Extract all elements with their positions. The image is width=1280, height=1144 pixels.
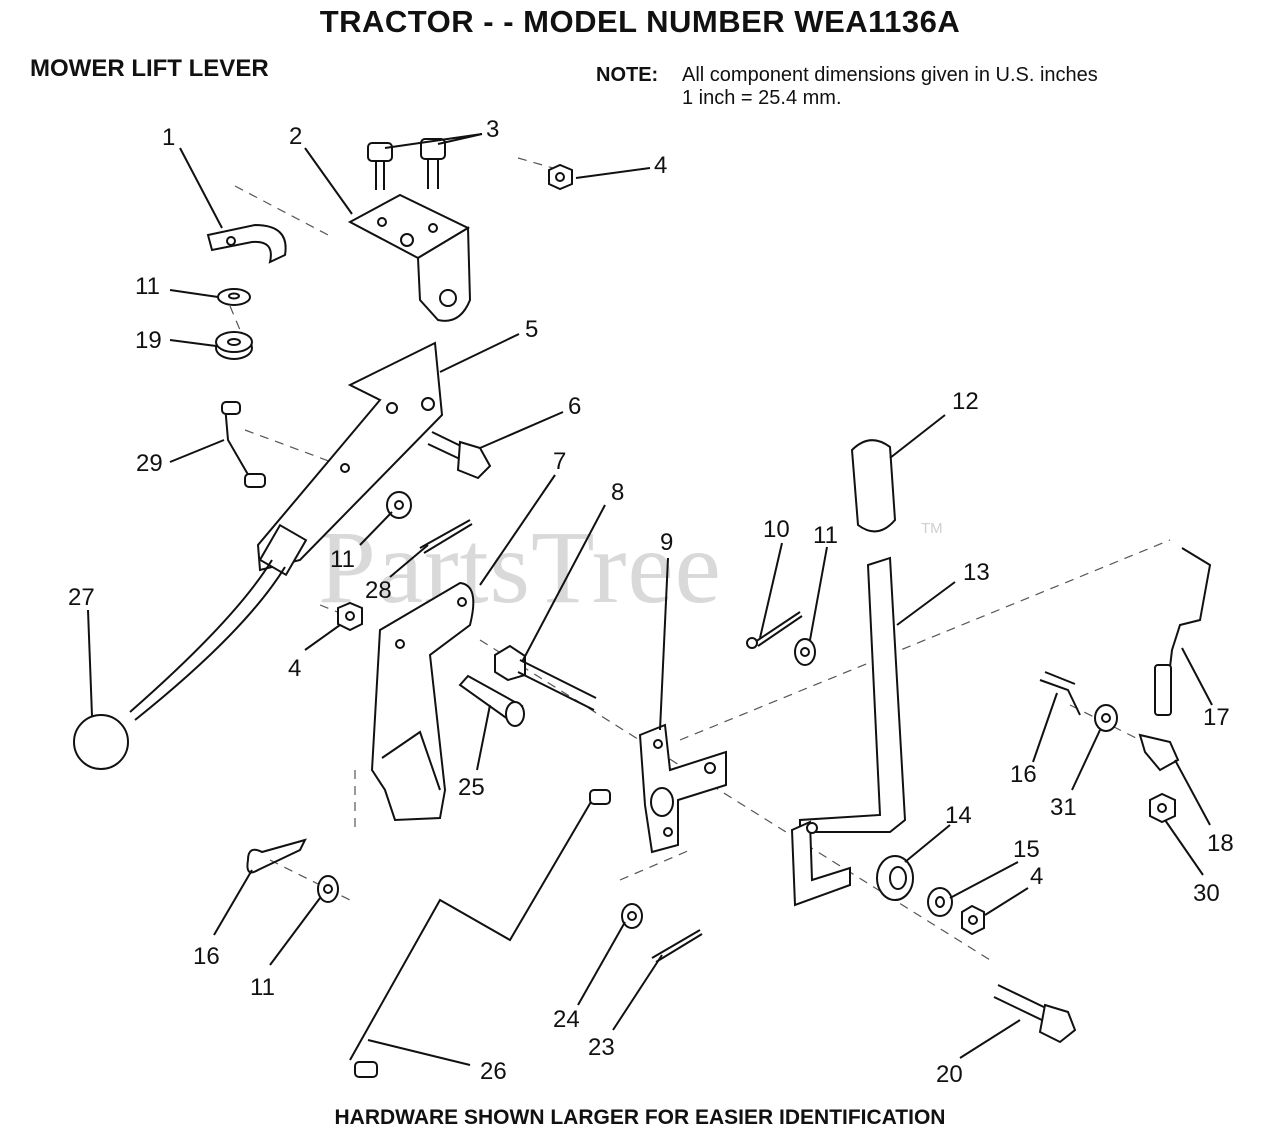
part-15-washer [927, 887, 953, 917]
part-12-grip [850, 439, 897, 533]
trademark-mark: TM [921, 520, 943, 537]
callout-12: 12 [952, 388, 979, 415]
part-30-nut [1149, 792, 1176, 824]
part-27-handle-rod [73, 559, 286, 770]
part-25-spacer [458, 674, 525, 727]
callout-4c: 4 [1030, 863, 1043, 890]
part-24-washer [621, 903, 643, 929]
part-9-pivot-bracket [638, 723, 727, 854]
part-16-hair-pin-right [1039, 671, 1081, 716]
diagram-subtitle: MOWER LIFT LEVER [30, 55, 269, 82]
callout-18: 18 [1207, 830, 1234, 857]
callout-16b: 16 [193, 943, 220, 970]
part-6-bolt [427, 431, 492, 480]
part-11-washer-mid [386, 491, 412, 519]
callout-6: 6 [568, 393, 581, 420]
part-26-link-rod [349, 789, 611, 1078]
callout-19: 19 [135, 327, 162, 354]
callout-1: 1 [162, 124, 175, 151]
callout-5: 5 [525, 316, 538, 343]
callout-3: 3 [486, 116, 499, 143]
hardware-footnote: HARDWARE SHOWN LARGER FOR EASIER IDENTIF… [334, 1106, 946, 1129]
note-label: NOTE: [596, 64, 659, 86]
callout-30: 30 [1193, 880, 1220, 907]
part-4-nut-lower [961, 904, 985, 936]
partstree-watermark: PartsTree [318, 510, 722, 625]
part-4-nut-top [548, 163, 573, 191]
part-4-nut-mid [337, 601, 363, 632]
callout-20: 20 [936, 1061, 963, 1088]
part-1-clip [206, 223, 287, 264]
callout-28: 28 [365, 577, 392, 604]
callout-11: 11 [135, 273, 160, 300]
part-11-washer-right [794, 638, 816, 666]
callout-31: 31 [1050, 794, 1077, 821]
part-29-link [221, 401, 266, 488]
part-11-washer-lower [317, 875, 339, 903]
part-19-locknut [215, 331, 253, 360]
part-2-bracket [347, 193, 472, 322]
part-14-bushing [876, 855, 914, 901]
callout-11b: 11 [813, 522, 838, 549]
part-11-washer-upper [217, 288, 251, 306]
part-5-lift-arm [256, 341, 444, 577]
part-10-cotter-pin [746, 611, 803, 649]
callout-29: 29 [136, 450, 163, 477]
callout-9: 9 [660, 529, 673, 556]
callout-labels: 1 2 3 4 11 19 5 6 29 7 8 12 10 11 9 13 1… [68, 116, 1234, 1088]
callout-25: 25 [458, 774, 485, 801]
callout-2: 2 [289, 123, 302, 150]
callout-8: 8 [611, 479, 624, 506]
callout-16: 16 [1010, 761, 1037, 788]
callout-11d: 11 [250, 974, 275, 1001]
part-18-swivel [1138, 733, 1180, 772]
callout-15: 15 [1013, 836, 1040, 863]
dimension-note: NOTE: All component dimensions given in U… [596, 64, 1098, 110]
part-7-plate [370, 581, 475, 822]
part-23-cotter-pin [651, 929, 703, 963]
part-16-hair-pin-left [246, 838, 307, 874]
leader-lines [87, 133, 1213, 1066]
callout-10: 10 [763, 516, 790, 543]
callout-27: 27 [68, 584, 95, 611]
note-line-2: 1 inch = 25.4 mm. [682, 87, 842, 109]
callout-17: 17 [1203, 704, 1230, 731]
part-31-washer [1094, 704, 1118, 732]
callout-4b: 4 [288, 655, 301, 682]
note-line-1: All component dimensions given in U.S. i… [682, 64, 1098, 86]
part-8-bolt [494, 644, 597, 711]
callout-26: 26 [480, 1058, 507, 1085]
callout-4: 4 [654, 152, 667, 179]
part-3-bolts [367, 138, 446, 190]
part-20-bolt [993, 984, 1077, 1044]
callout-24: 24 [553, 1006, 580, 1033]
part-13-lever [790, 556, 907, 907]
callout-7: 7 [553, 448, 566, 475]
part-28-cotter-pin [419, 519, 473, 554]
callout-23: 23 [588, 1034, 615, 1061]
part-17-rod [1154, 547, 1212, 716]
callout-11c: 11 [330, 546, 355, 573]
diagram-title: TRACTOR - - MODEL NUMBER WEA1136A [319, 4, 961, 39]
callout-14: 14 [945, 802, 972, 829]
callout-13: 13 [963, 559, 990, 586]
